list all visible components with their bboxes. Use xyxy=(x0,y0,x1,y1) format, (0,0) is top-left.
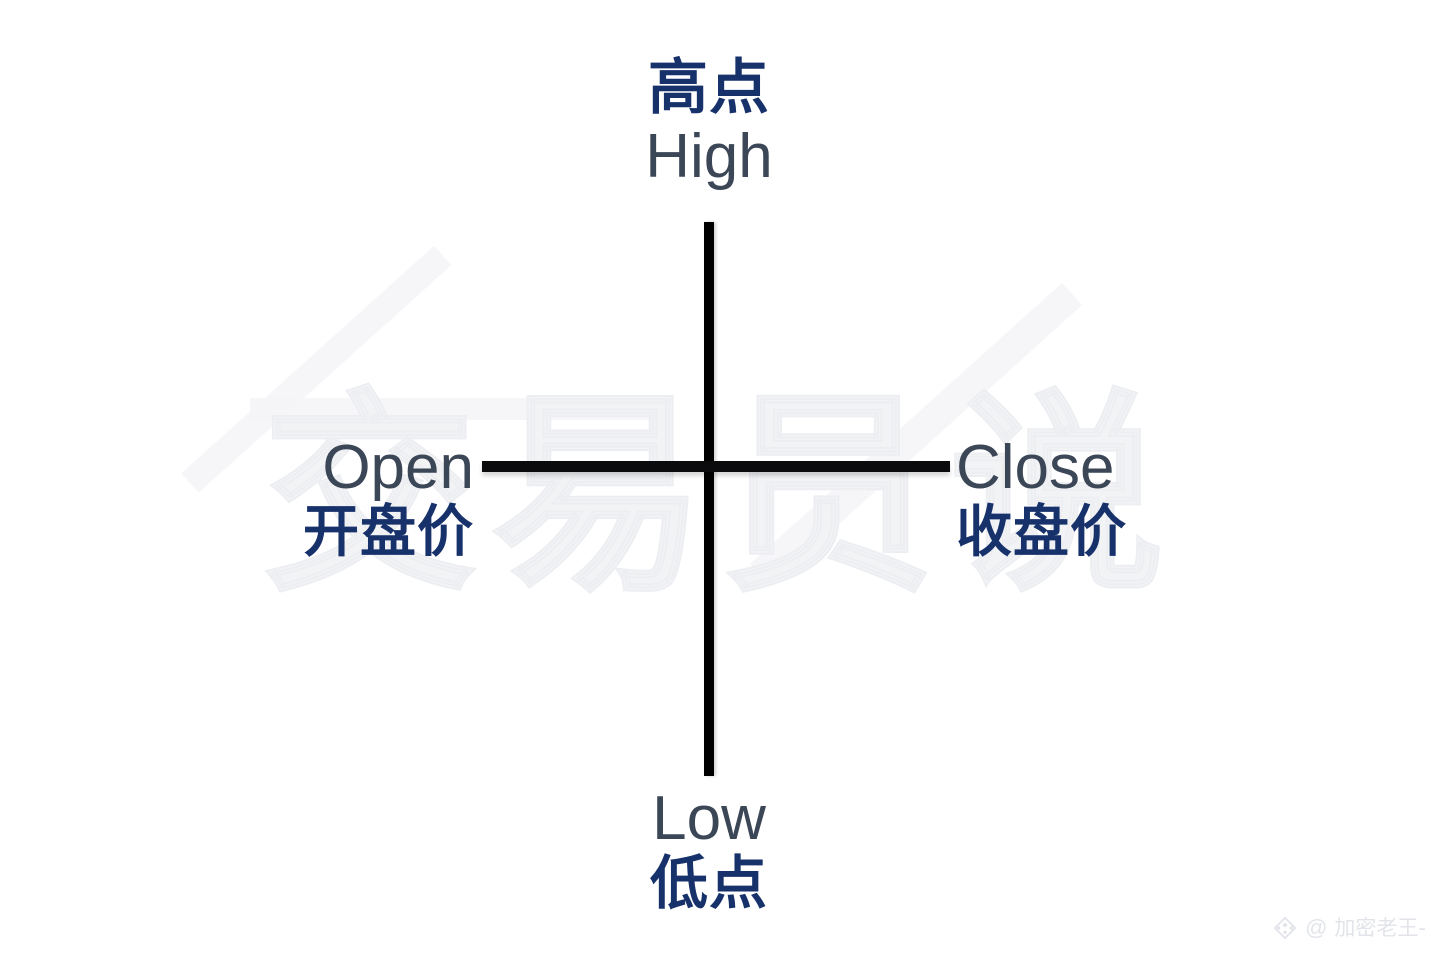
label-close-chinese: 收盘价 xyxy=(956,500,1127,565)
at-symbol: @ xyxy=(1305,915,1328,940)
label-open-english: Open xyxy=(322,433,474,502)
label-high: 高点 High xyxy=(509,58,909,188)
label-open: Open 开盘价 xyxy=(70,437,474,561)
author-watermark: @ 加密老王- xyxy=(1272,915,1426,941)
label-high-chinese: 高点 xyxy=(648,53,770,123)
label-close-english: Close xyxy=(956,433,1115,502)
label-close: Close 收盘价 xyxy=(956,437,1376,561)
diamond-logo-icon xyxy=(1273,916,1297,940)
label-low-english: Low xyxy=(652,784,766,853)
open-close-bar-line xyxy=(482,461,950,472)
high-low-wick-line xyxy=(704,222,714,776)
label-high-english: High xyxy=(645,122,773,191)
label-low-chinese: 低点 xyxy=(649,849,768,917)
author-handle: 加密老王- xyxy=(1334,915,1426,940)
label-low: Low 低点 xyxy=(509,784,909,917)
label-open-chinese: 开盘价 xyxy=(303,500,474,565)
